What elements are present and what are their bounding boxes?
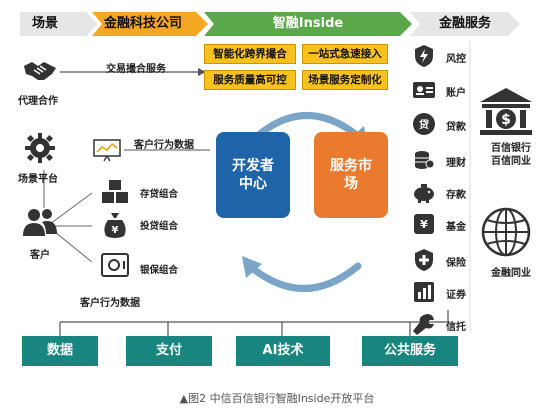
capability-box: 一站式急速接入 [302,44,388,64]
handshake-icon [24,62,56,80]
fin-service-account: 账户 [412,78,484,104]
globe-icon [481,207,531,257]
developer-center-label: 开发者中心 [232,158,274,192]
header-finservice: 金融服务 [410,12,520,36]
customer-icon [23,209,57,236]
header-inside: 智融Inside [204,12,412,36]
behavior-data-top: 客户行为数据 [134,140,194,151]
fin-service-deposit: 存款 [412,180,484,206]
platform-label: 场景平台 [18,174,58,185]
piggy-bank-icon [414,184,434,203]
svg-text:$: $ [501,112,511,128]
portfolio-label: 投贷组合 [140,221,179,232]
tech-box-public: 公共服务 [362,336,458,366]
svg-text:¥: ¥ [112,225,119,236]
fin-service-securities: 证券 [412,280,484,306]
fin-service-insurance: 保险 [412,248,484,274]
bank-label: 百信银行 百信同业 [491,143,531,167]
agent-label: 代理合作 [18,96,58,107]
fin-service-wealth: 理财 [412,148,484,174]
fin-service-fund: ¥ 基金 [412,212,484,238]
svg-text:贷: 贷 [418,118,429,131]
capability-box: 服务质量高可控 [204,70,296,90]
customer-label: 客户 [30,250,50,261]
fin-service-loan: 贷 贷款 [412,112,484,138]
bar-chart-icon [414,282,434,302]
loan-bag-icon: 贷 [413,113,435,135]
tech-box-data: 数据 [22,336,98,366]
portfolio-label: 存贷组合 [140,189,179,200]
shield-plus-icon [415,249,433,271]
service-market-box: 服务市场 [314,132,388,218]
capability-box: 智能化跨界撮合 [204,44,296,64]
tech-box-ai: AI技术 [236,336,330,366]
figure-caption: ▲图2 中信百信银行智融Inside开放平台 [179,392,375,405]
svg-text:¥: ¥ [420,218,428,231]
fund-icon: ¥ [414,214,434,234]
service-market-label: 服务市场 [330,158,372,192]
tech-box-payment: 支付 [126,336,212,366]
trade-service-label: 交易撮合服务 [106,64,166,75]
behavior-data-bottom: 客户行为数据 [80,298,140,309]
wrench-icon [413,314,434,335]
capability-box: 场景服务定制化 [302,70,388,90]
gear-icon [25,133,55,163]
coin-stack-icon [415,151,435,169]
id-card-icon [413,82,435,98]
fin-service-trust: 信托 [412,312,484,338]
blocks-icon [102,180,128,203]
header-scene: 场景 [20,12,98,36]
chart-board-icon [93,139,121,162]
bank-building-icon: $ [480,88,532,135]
peer-label: 金融同业 [491,268,531,279]
fin-service-risk: 风控 [412,44,484,70]
header-fintech: 金融科技公司 [92,12,208,36]
safe-icon [101,253,129,277]
portfolio-label: 银保组合 [140,265,179,276]
developer-center-box: 开发者中心 [216,132,290,218]
money-bag-icon: ¥ [104,213,126,238]
lightning-shield-icon [415,45,433,67]
